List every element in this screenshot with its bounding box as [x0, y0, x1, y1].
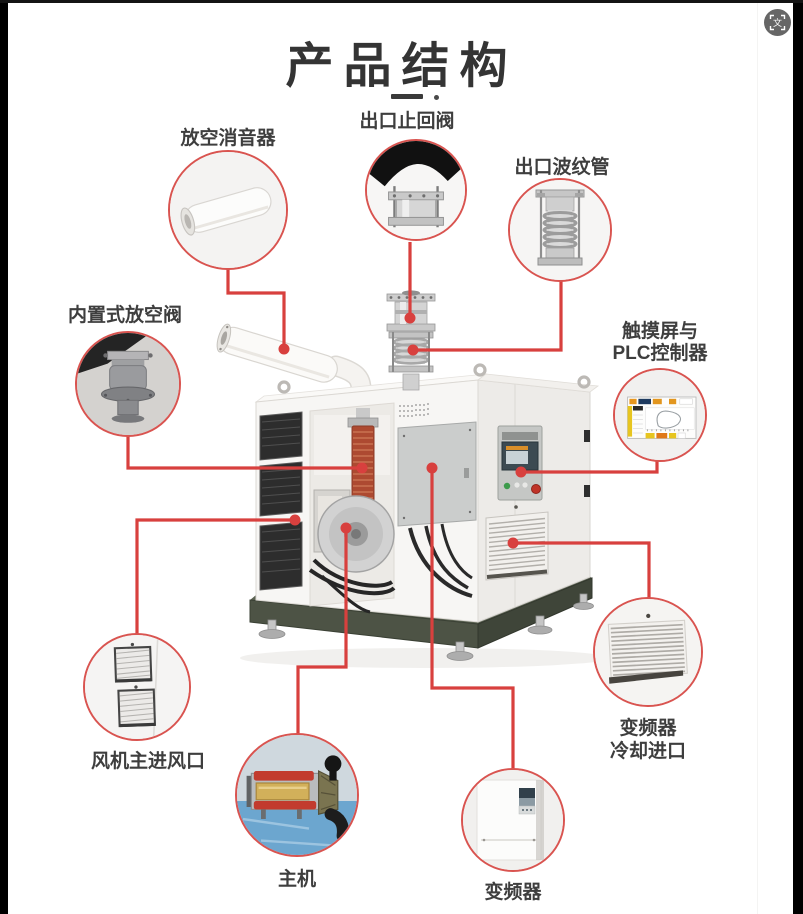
- callout-line-frequency-converter: [430, 468, 515, 770]
- callout-label-touchscreen-plc: 触摸屏与 PLC控制器: [585, 321, 735, 365]
- callout-label-main-unit: 主机: [277, 869, 316, 890]
- machine-right-face: [477, 379, 591, 623]
- detail-circle-outlet-check-valve: [365, 139, 467, 241]
- callout-dot-main-unit: [340, 522, 352, 534]
- callout-dot-vent-silencer: [278, 343, 290, 355]
- callout-label-blower-main-air-inlet: 风机主进风口: [90, 751, 205, 772]
- page-title: 产品结构: [285, 40, 518, 93]
- blower-impeller: [317, 495, 395, 573]
- title-divider-dot: [434, 95, 439, 100]
- callout-label-outlet-check-valve: 出口止回阀: [359, 111, 455, 132]
- machine-base-frame: [249, 573, 593, 649]
- callout-dot-vfd-cooling-inlet: [507, 537, 519, 549]
- machine-control-panel: [497, 425, 543, 501]
- outlet-stack: [386, 290, 436, 391]
- detail-circle-vfd-cooling-inlet: [593, 597, 703, 707]
- callout-dot-frequency-converter: [426, 462, 438, 474]
- machine-shadow: [240, 648, 610, 668]
- detail-circle-main-unit: [235, 733, 359, 857]
- callout-line-blower-main-air-inlet: [135, 518, 295, 635]
- background-seam: [757, 3, 758, 914]
- callout-dot-built-in-vent-valve: [356, 462, 368, 474]
- callout-label-line: PLC控制器: [612, 343, 708, 364]
- callout-line-outlet-bellows: [413, 280, 563, 352]
- callout-line-vfd-cooling-inlet: [513, 541, 651, 599]
- machine-open-bay: [308, 402, 396, 614]
- silencer-tube: [216, 323, 338, 383]
- callout-label-line: 触摸屏与: [621, 321, 698, 342]
- letterbox-right: [793, 0, 803, 914]
- translate-button[interactable]: 文: [764, 9, 791, 36]
- detail-circle-frequency-converter: [461, 768, 565, 872]
- detail-circle-touchscreen-plc: [613, 368, 707, 462]
- title-divider: [391, 94, 423, 99]
- callout-line-vent-silencer: [226, 268, 286, 349]
- svg-text:文: 文: [773, 17, 782, 28]
- callout-line-main-unit: [296, 528, 348, 735]
- callout-label-line: 冷却进口: [609, 741, 686, 762]
- callout-label-outlet-bellows: 出口波纹管: [514, 157, 610, 178]
- detail-circle-vent-silencer: [168, 150, 288, 270]
- detail-circle-outlet-bellows: [508, 178, 612, 282]
- callout-dot-blower-main-air-inlet: [289, 514, 301, 526]
- translate-icon: 文: [769, 14, 786, 31]
- callout-line-built-in-vent-valve: [126, 435, 362, 470]
- callout-label-line: 变频器: [619, 718, 677, 739]
- machine-inverter-box: [397, 403, 477, 598]
- callout-dot-touchscreen-plc: [515, 466, 527, 478]
- letterbox-left: [0, 0, 8, 914]
- lifting-eye-hooks: [277, 363, 591, 394]
- internal-vent-valve: [351, 425, 375, 505]
- machine-inlet-vents: [259, 411, 303, 591]
- machine-feet: [258, 593, 594, 661]
- callout-line-touchscreen-plc: [521, 460, 659, 474]
- callout-label-vent-silencer: 放空消音器: [180, 128, 276, 149]
- detail-circle-blower-main-air-inlet: [83, 633, 191, 741]
- callout-label-built-in-vent-valve: 内置式放空阀: [67, 305, 182, 326]
- machine-front-face: [255, 379, 479, 623]
- callout-label-frequency-converter: 变频器: [484, 882, 542, 903]
- machine-illustration: [216, 290, 610, 668]
- callout-dot-outlet-bellows: [407, 344, 419, 356]
- callout-dot-outlet-check-valve: [404, 312, 416, 324]
- machine-cooling-grille: [485, 505, 549, 581]
- letterbox-top: [0, 0, 803, 3]
- detail-circle-built-in-vent-valve: [75, 331, 181, 437]
- callout-label-vfd-cooling-inlet: 变频器 冷却进口: [568, 717, 728, 763]
